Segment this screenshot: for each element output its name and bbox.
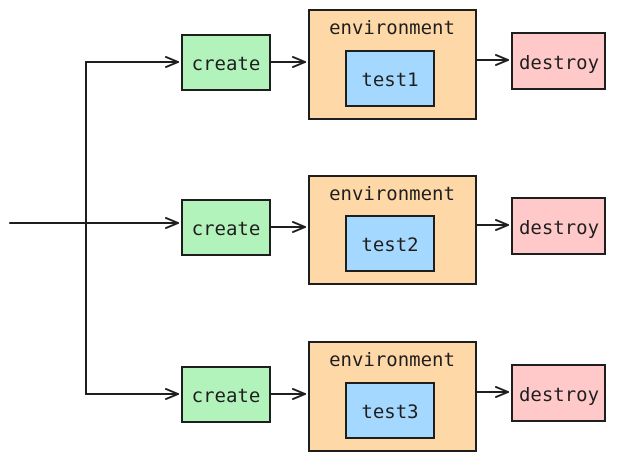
destroy-label-3: destroy bbox=[519, 384, 599, 406]
row-2: create environment test2 destroy bbox=[85, 175, 606, 285]
create-label-1: create bbox=[192, 53, 261, 75]
test-label-3: test3 bbox=[361, 401, 418, 423]
destroy-label-2: destroy bbox=[519, 217, 599, 239]
create-box-1 bbox=[181, 34, 271, 91]
destroy-label-1: destroy bbox=[519, 52, 599, 74]
create-label-2: create bbox=[192, 218, 261, 240]
test-label-1: test1 bbox=[361, 69, 418, 91]
test-box-2 bbox=[345, 215, 435, 272]
environment-label-1: environment bbox=[329, 17, 455, 39]
create-box-2 bbox=[181, 199, 271, 256]
create-box-3 bbox=[181, 366, 271, 423]
row-1: create environment test1 destroy bbox=[85, 9, 606, 120]
destroy-box-2 bbox=[511, 197, 606, 255]
row-3: create environment test3 destroy bbox=[85, 341, 606, 452]
destroy-box-1 bbox=[511, 32, 606, 90]
test-box-1 bbox=[345, 50, 435, 107]
create-label-3: create bbox=[192, 385, 261, 407]
destroy-box-3 bbox=[511, 364, 606, 422]
test-box-3 bbox=[345, 382, 435, 439]
environment-label-2: environment bbox=[329, 183, 455, 205]
environment-label-3: environment bbox=[329, 349, 455, 371]
test-label-2: test2 bbox=[361, 234, 418, 256]
